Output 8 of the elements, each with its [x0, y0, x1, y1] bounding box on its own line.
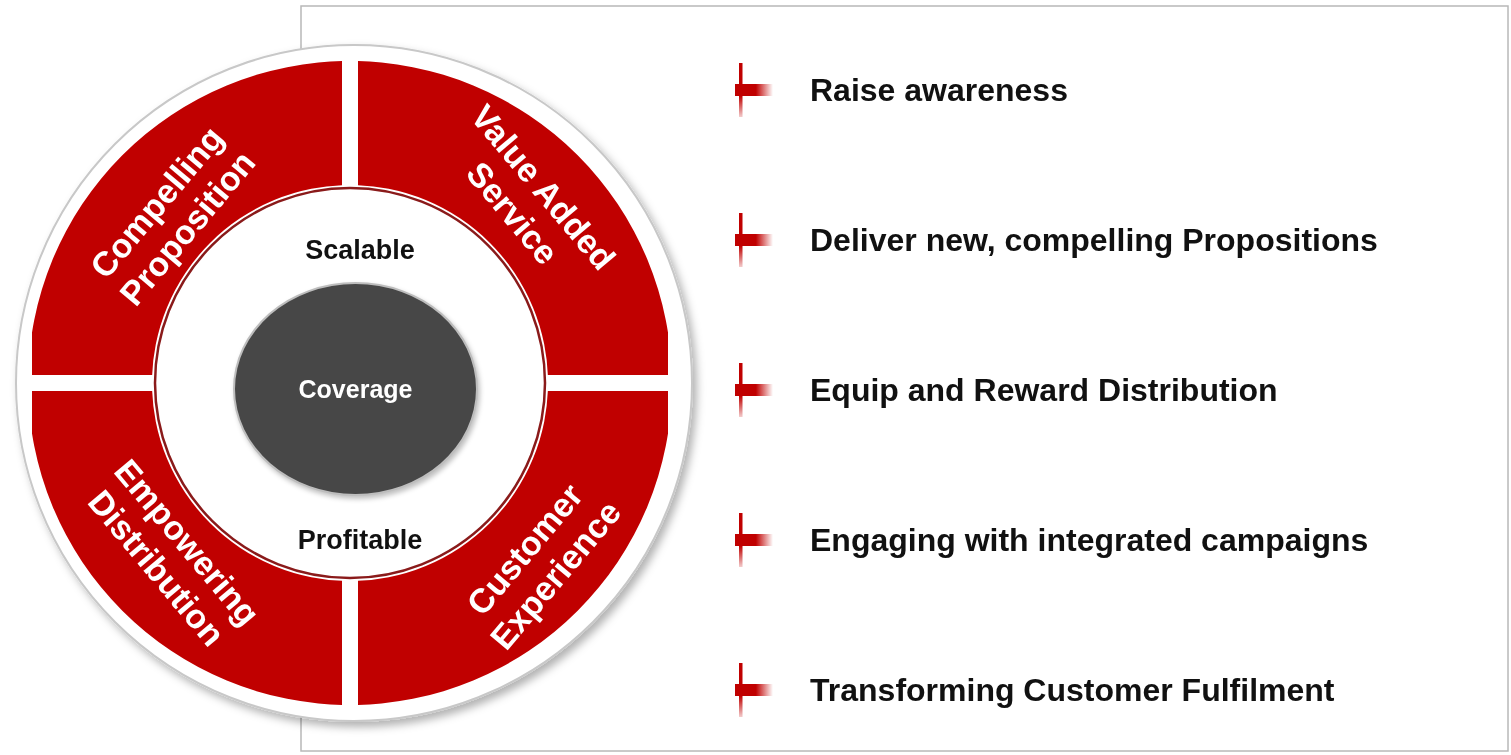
- list-item: Raise awareness: [810, 71, 1068, 109]
- ring-label: Profitable: [297, 524, 423, 556]
- list-item: Equip and Reward Distribution: [810, 371, 1278, 409]
- list-item: Deliver new, compelling Propositions: [810, 221, 1378, 259]
- list-item: Transforming Customer Fulfilment: [810, 671, 1335, 709]
- list-item: Engaging with integrated campaigns: [810, 521, 1369, 559]
- hub-label: Coverage: [298, 374, 413, 404]
- ring-label: Scalable: [305, 234, 415, 266]
